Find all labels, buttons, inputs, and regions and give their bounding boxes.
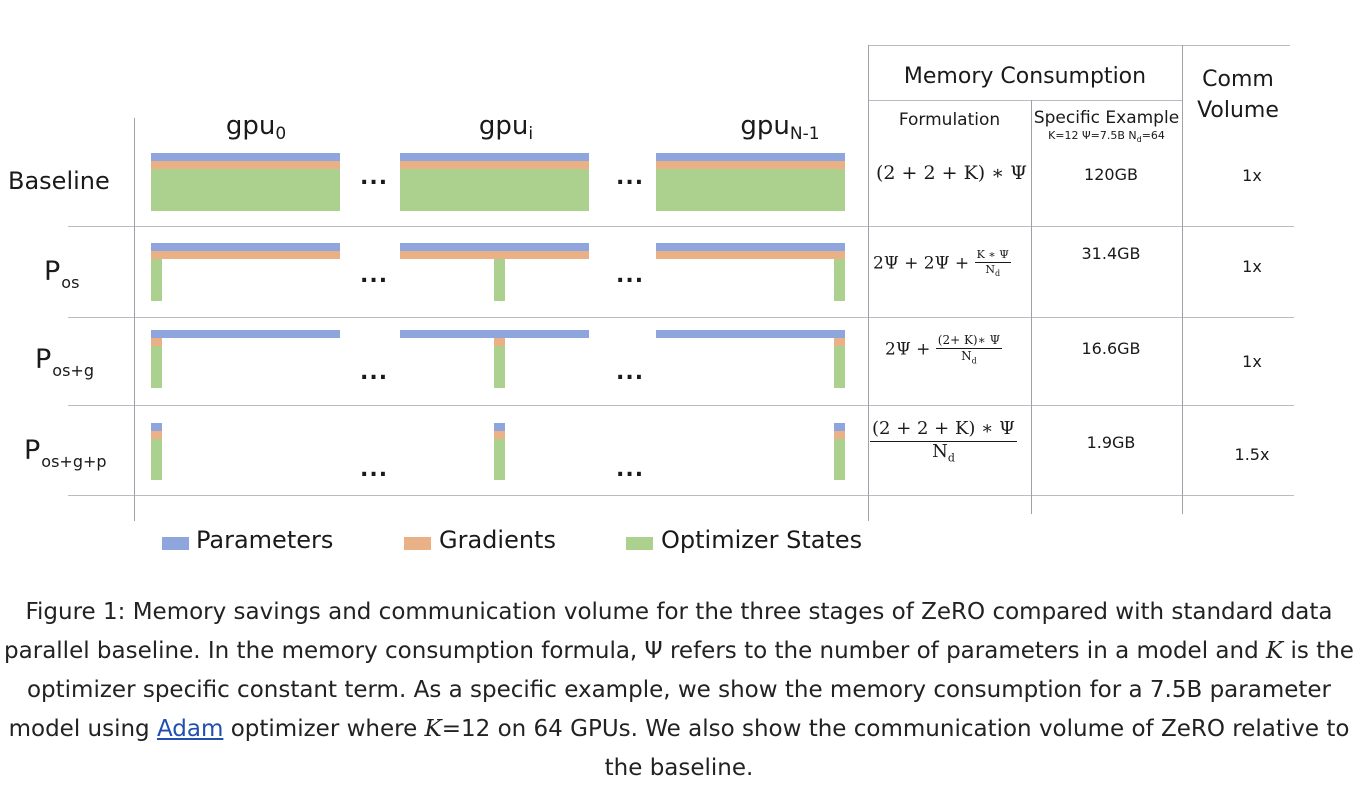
formula-posg: 2Ψ + (2+ K)∗ Ψ Nd — [885, 333, 1003, 365]
formulation-divider — [1031, 100, 1032, 514]
gradients-bar — [656, 161, 845, 169]
parameters-bar — [151, 243, 340, 251]
gradients-bar — [400, 251, 589, 259]
gradients-shard — [494, 338, 505, 346]
optimizer-states-shard — [494, 439, 505, 480]
example-posgp: 1.9GB — [1086, 433, 1136, 452]
table-sub-header-line — [868, 100, 1182, 101]
gradients-shard — [834, 338, 845, 346]
label-column-divider — [134, 118, 135, 521]
parameters-bar — [151, 330, 340, 338]
row-divider — [68, 495, 1294, 496]
ellipsis: ... — [360, 263, 389, 288]
optimizer-states-bar — [400, 169, 589, 211]
comm-baseline: 1x — [1242, 166, 1262, 185]
optimizer-states-shard — [834, 439, 845, 480]
specific-example-header: Specific Example K=12 Ψ=7.5B Nd=64 — [1033, 108, 1180, 145]
legend-optimizer-states-label: Optimizer States — [661, 526, 863, 554]
formula-posgp: (2 + 2 + K) ∗ Ψ Nd — [870, 418, 1017, 465]
legend-gradients-label: Gradients — [439, 526, 556, 554]
row-label-pos: Pos — [44, 256, 80, 292]
optimizer-states-shard — [494, 259, 505, 301]
table-top-line — [868, 45, 1290, 46]
example-baseline: 120GB — [1084, 165, 1138, 184]
ellipsis: ... — [616, 263, 645, 288]
optimizer-states-bar — [151, 169, 340, 211]
gpu-0-header: gpu0 — [225, 111, 287, 144]
parameters-bar — [656, 153, 845, 161]
comm-volume-divider — [1182, 45, 1183, 514]
gradients-bar — [400, 161, 589, 169]
formulation-header: Formulation — [898, 110, 1001, 130]
optimizer-states-shard — [834, 346, 845, 388]
ellipsis: ... — [360, 360, 389, 385]
legend-gradients-swatch — [404, 537, 431, 550]
gradients-bar — [151, 251, 340, 259]
parameters-bar — [400, 153, 589, 161]
figure-caption: Figure 1: Memory savings and communicati… — [4, 599, 1354, 781]
row-label-baseline: Baseline — [8, 167, 110, 195]
ellipsis: ... — [616, 360, 645, 385]
parameters-bar — [656, 330, 845, 338]
legend-parameters-swatch — [162, 537, 189, 550]
optimizer-states-shard — [494, 346, 505, 388]
gpu-n-1-header: gpuN-1 — [740, 111, 820, 144]
gradients-bar — [151, 161, 340, 169]
optimizer-states-shard — [834, 259, 845, 301]
optimizer-states-bar — [656, 169, 845, 211]
parameters-shard — [151, 423, 162, 431]
parameters-bar — [656, 243, 845, 251]
parameters-bar — [400, 243, 589, 251]
ellipsis: ... — [616, 457, 645, 482]
legend-optimizer-states-swatch — [626, 537, 653, 550]
parameters-shard — [494, 423, 505, 431]
gradients-shard — [494, 431, 505, 439]
row-divider — [68, 226, 1294, 227]
row-label-posg: Pos+g — [35, 344, 94, 380]
comm-posg: 1x — [1242, 352, 1262, 371]
formula-baseline: (2 + 2 + K) ∗ Ψ — [876, 162, 1027, 184]
row-divider — [68, 317, 1294, 318]
ellipsis: ... — [360, 457, 389, 482]
parameters-bar — [151, 153, 340, 161]
gradients-shard — [151, 431, 162, 439]
parameters-shard — [834, 423, 845, 431]
optimizer-states-shard — [151, 439, 162, 480]
parameters-bar — [400, 330, 589, 338]
gradients-bar — [656, 251, 845, 259]
table-left-border — [868, 45, 869, 521]
legend-parameters-label: Parameters — [196, 526, 334, 554]
gradients-shard — [834, 431, 845, 439]
row-divider — [68, 405, 1294, 406]
example-posg: 16.6GB — [1081, 339, 1141, 358]
optimizer-states-shard — [151, 259, 162, 301]
ellipsis: ... — [616, 165, 645, 190]
gpu-i-header: gpui — [478, 111, 534, 144]
gradients-shard — [151, 338, 162, 346]
row-label-posgp: Pos+g+p — [24, 435, 107, 471]
example-pos: 31.4GB — [1081, 244, 1141, 263]
adam-link[interactable]: Adam — [156, 716, 224, 742]
formula-pos: 2Ψ + 2Ψ + K ∗ Ψ Nd — [873, 248, 1011, 278]
optimizer-states-shard — [151, 346, 162, 388]
memory-consumption-header: Memory Consumption — [903, 64, 1147, 89]
ellipsis: ... — [360, 165, 389, 190]
comm-pos: 1x — [1242, 257, 1262, 276]
comm-posgp: 1.5x — [1234, 445, 1270, 464]
